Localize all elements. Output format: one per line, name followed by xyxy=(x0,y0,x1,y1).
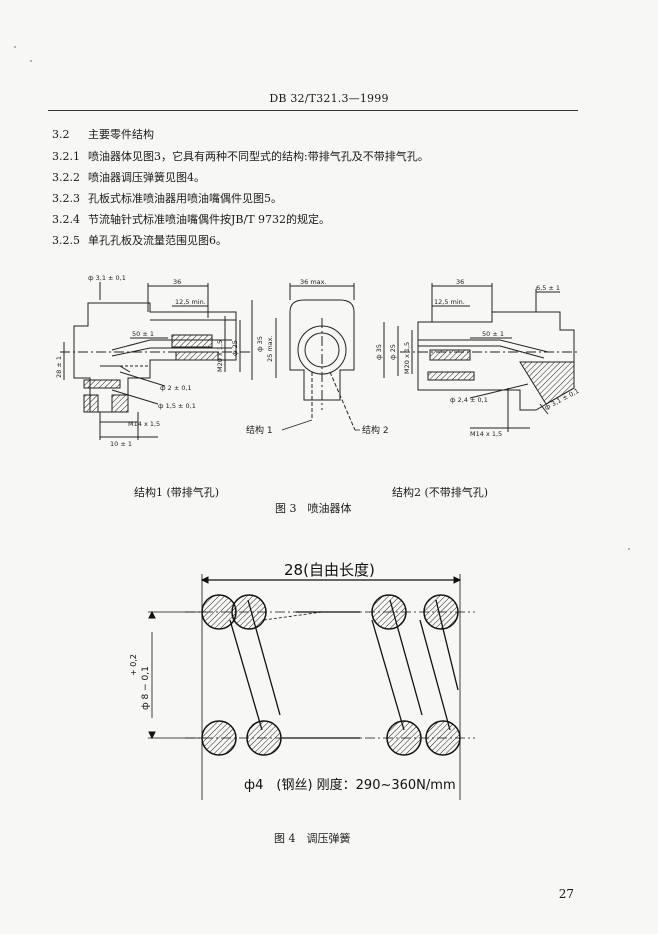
section-number: 3.2.1 xyxy=(52,150,80,163)
spring-tolerance: + 0,2 xyxy=(129,654,138,676)
left-dim-d2: ф 2 ± 0,1 xyxy=(160,384,192,392)
section-text: 节流轴针式标准喷油嘴偶件按JB/T 9732的规定。 xyxy=(88,213,331,226)
structure-1-body xyxy=(60,282,253,440)
right-dim-w65: 6,5 ± 1 xyxy=(536,284,560,292)
scan-speck xyxy=(14,46,16,48)
spring-coil-sections xyxy=(201,594,461,756)
section-number: 3.2.3 xyxy=(52,192,80,205)
section-number: 3.2 xyxy=(52,128,70,141)
section-number: 3.2.2 xyxy=(52,171,80,184)
right-dim-w36: 36 xyxy=(456,278,464,286)
left-dim-w36: 36 xyxy=(173,278,181,286)
right-dim-d24: ф 2,4 ± 0,1 xyxy=(450,396,488,404)
section-text: 单孔孔板及流量范围见图6。 xyxy=(88,234,227,247)
left-dim-m14: M14 x 1,5 xyxy=(128,420,160,428)
section-text: 主要零件结构 xyxy=(88,128,154,141)
left-dim-d25: ф 25 xyxy=(231,340,239,356)
structure-2-body xyxy=(383,283,580,432)
document-header: DB 32/T321.3—1999 xyxy=(269,92,389,105)
left-dim-h28: 28 ± 1 xyxy=(55,356,63,378)
left-dim-d35: ф 35 xyxy=(256,336,264,352)
top-view xyxy=(275,283,356,431)
header-rule xyxy=(48,110,578,111)
right-dim-w50: 50 ± 1 xyxy=(482,330,504,338)
right-dim-w125: 12,5 min. xyxy=(434,298,465,306)
section-3-2-3: 3.2.3 孔板式标准喷油器用喷油嘴偶件见图5。 xyxy=(52,190,282,206)
structure-2-label: 结构 2 xyxy=(362,424,389,436)
scan-speck xyxy=(628,548,630,550)
left-dim-w125: 12,5 min. xyxy=(175,298,206,306)
section-text: 喷油器体见图3，它具有两种不同型式的结构:带排气孔及不带排气孔。 xyxy=(88,150,429,163)
left-dim-m20: M20 x 1,5 xyxy=(216,340,224,372)
right-dim-m14: M14 x 1,5 xyxy=(470,430,502,438)
left-dim-d15: ф 1,5 ± 0,1 xyxy=(158,402,196,410)
section-3-2-2: 3.2.2 喷油器调压弹簧见图4。 xyxy=(52,169,205,185)
spring-wire-note: ф4 (钢丝) 刚度：290~360N/mm xyxy=(244,777,456,793)
mid-dim-w36max: 36 max. xyxy=(300,278,327,286)
section-3-2-1: 3.2.1 喷油器体见图3，它具有两种不同型式的结构:带排气孔及不带排气孔。 xyxy=(52,148,429,164)
figure-3-sub-left: 结构1 (带排气孔) xyxy=(134,486,220,499)
structure-1-label: 结构 1 xyxy=(246,424,273,436)
mid-dim-h25max: 25 max. xyxy=(266,335,274,362)
spring-diameter: ф 8 − 0,1 xyxy=(141,666,151,710)
right-dim-m20: M20 x 1,5 xyxy=(403,342,411,374)
figure-3-caption: 图 3 喷油器体 xyxy=(275,502,352,515)
figure-4-caption: 图 4 调压弹簧 xyxy=(274,832,351,845)
scan-speck xyxy=(30,60,32,62)
right-dim-d35: ф 35 xyxy=(375,344,383,360)
section-number: 3.2.5 xyxy=(52,234,80,247)
section-text: 孔板式标准喷油器用喷油嘴偶件见图5。 xyxy=(88,192,282,205)
figure-3-sub-right: 结构2 (不带排气孔) xyxy=(392,486,489,499)
left-dim-w50: 50 ± 1 xyxy=(132,330,154,338)
page-number: 27 xyxy=(558,887,574,901)
spring-free-length: 28(自由长度) xyxy=(284,561,375,579)
section-3-2: 3.2 主要零件结构 xyxy=(52,126,154,142)
section-text: 喷油器调压弹簧见图4。 xyxy=(88,171,205,184)
right-dim-d25: ф 25 xyxy=(389,344,397,360)
section-number: 3.2.4 xyxy=(52,213,80,226)
left-dim-d-top: ф 3,1 ± 0,1 xyxy=(88,274,126,282)
left-dim-w10: 10 ± 1 xyxy=(110,440,132,448)
section-3-2-5: 3.2.5 单孔孔板及流量范围见图6。 xyxy=(52,232,227,248)
section-3-2-4: 3.2.4 节流轴针式标准喷油嘴偶件按JB/T 9732的规定。 xyxy=(52,211,330,227)
